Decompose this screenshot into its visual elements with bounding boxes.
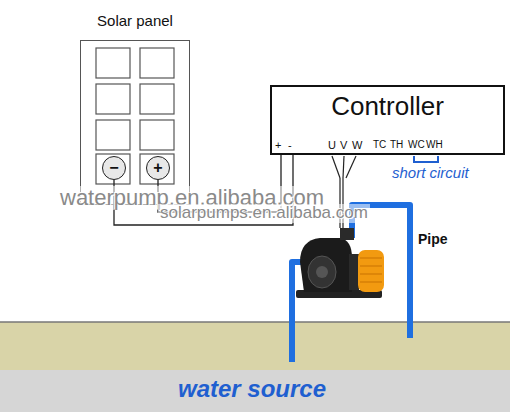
pump — [296, 228, 384, 298]
ground — [0, 322, 510, 370]
terminal-label: - — [288, 139, 292, 151]
short-circuit-note: short circuit — [392, 165, 469, 182]
pipe — [292, 205, 410, 362]
water-source-label: water source — [178, 376, 326, 402]
controller-title: Controller — [331, 93, 444, 119]
terminal-sign: + — [153, 160, 162, 176]
terminal-label: WC — [408, 139, 425, 150]
watermark: solarpumps.en.alibaba.com — [158, 204, 370, 223]
water-layer — [0, 370, 510, 412]
short-link — [414, 156, 438, 162]
ground-line — [0, 321, 510, 323]
panel-terminal: − — [102, 156, 126, 180]
terminal-label: + — [275, 139, 281, 151]
pipe-label: Pipe — [418, 232, 448, 247]
terminal-label: TC — [373, 139, 386, 150]
terminal-label: TH — [390, 139, 403, 150]
controller-box: Controller — [270, 85, 505, 155]
panel-terminal: + — [146, 156, 170, 180]
solar-panel: Solar panel−+ — [80, 40, 190, 205]
panel-cells — [96, 48, 174, 184]
terminal-label: V — [340, 139, 347, 151]
terminal-label: U — [328, 139, 336, 151]
panel-title: Solar panel — [97, 13, 173, 28]
terminal-label: W — [352, 139, 362, 151]
terminal-sign: − — [109, 160, 118, 176]
terminal-label: WH — [426, 139, 443, 150]
